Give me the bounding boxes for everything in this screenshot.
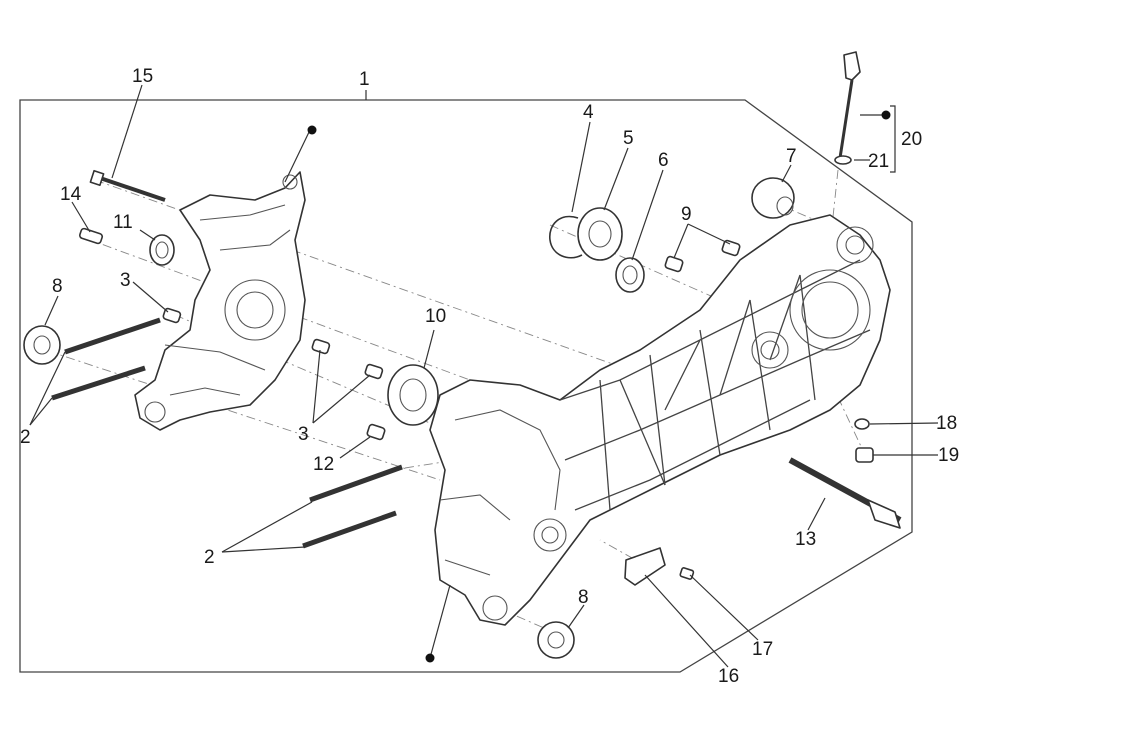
callout-13: 13 bbox=[795, 529, 816, 550]
callout-2a: 2 bbox=[20, 427, 31, 448]
callout-1: 1 bbox=[359, 69, 370, 90]
long-studs bbox=[51, 317, 403, 549]
callout-15: 15 bbox=[132, 66, 153, 87]
callout-21: 21 bbox=[868, 151, 889, 172]
callout-14: 14 bbox=[60, 184, 82, 205]
callout-12: 12 bbox=[313, 454, 334, 475]
callout-numbers: 1 15 14 11 3 8 2 3 12 10 2 4 5 6 7 9 20 … bbox=[20, 66, 959, 687]
left-crankcase-half bbox=[134, 171, 306, 431]
callout-9: 9 bbox=[681, 204, 692, 225]
callout-2b: 2 bbox=[204, 547, 215, 568]
callout-20: 20 bbox=[901, 129, 922, 150]
reference-dots bbox=[307, 110, 891, 663]
callout-3b: 3 bbox=[298, 424, 309, 445]
callout-3a: 3 bbox=[120, 270, 131, 291]
bolt bbox=[89, 169, 166, 202]
callout-16: 16 bbox=[718, 666, 739, 687]
assembly-outline-frame bbox=[19, 99, 913, 673]
right-crankcase bbox=[429, 214, 891, 626]
callout-18: 18 bbox=[936, 413, 957, 434]
leader-lines bbox=[29, 84, 939, 668]
callout-10: 10 bbox=[425, 306, 446, 327]
callout-8a: 8 bbox=[52, 276, 63, 297]
small-parts bbox=[23, 51, 902, 659]
callout-5: 5 bbox=[623, 128, 634, 149]
callout-7: 7 bbox=[786, 146, 797, 167]
callout-6: 6 bbox=[658, 150, 669, 171]
callout-4: 4 bbox=[583, 102, 594, 123]
callout-8b: 8 bbox=[578, 587, 589, 608]
callout-11: 11 bbox=[113, 212, 133, 233]
callout-17: 17 bbox=[752, 639, 773, 660]
callout-19: 19 bbox=[938, 445, 959, 466]
